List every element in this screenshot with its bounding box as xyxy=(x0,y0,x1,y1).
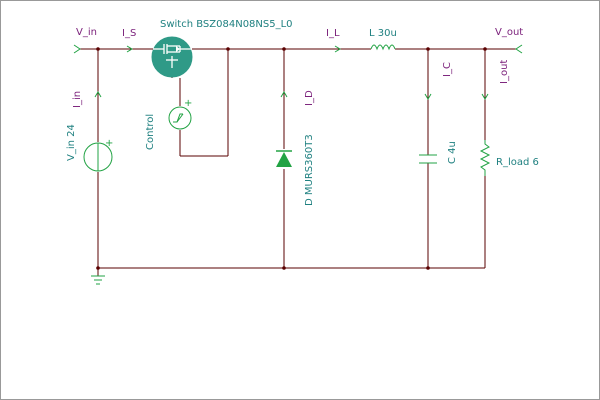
junction-dots xyxy=(96,47,487,270)
i-out-label: I_out xyxy=(499,60,510,84)
control-label: Control xyxy=(145,114,156,150)
v-in-terminal-icon xyxy=(73,44,81,54)
load-label: R_load 6 xyxy=(496,157,539,168)
switch-label: Switch BSZ084N08NS5_L0 xyxy=(160,19,293,30)
resistor-icon[interactable] xyxy=(479,140,491,176)
source-plus-sign: + xyxy=(105,138,113,149)
current-arrows xyxy=(94,45,489,100)
mosfet-switch-icon[interactable] xyxy=(151,36,193,78)
control-plus-sign: + xyxy=(184,98,192,109)
capacitor-icon[interactable] xyxy=(419,154,437,164)
capacitor-label: C 4u xyxy=(447,141,458,164)
current-arrow-i-in-icon xyxy=(94,91,102,98)
control-source-icon[interactable] xyxy=(168,106,192,130)
wires xyxy=(80,48,516,276)
current-arrow-i-d-icon xyxy=(280,91,288,98)
current-arrow-i-l-icon xyxy=(334,45,341,53)
i-d-label: I_D xyxy=(304,90,315,106)
dc-source-icon[interactable] xyxy=(83,142,113,172)
source-label: V_in 24 xyxy=(66,124,77,161)
i-c-label: I_C xyxy=(442,62,453,77)
current-arrow-i-c-icon xyxy=(424,93,432,100)
inductor-label: L 30u xyxy=(369,28,397,39)
i-l-label: I_L xyxy=(326,28,340,39)
inductor-icon[interactable] xyxy=(370,44,396,51)
v-out-node-label: V_out xyxy=(495,27,523,38)
diode-label: D MURS360T3 xyxy=(304,134,315,206)
diode-icon[interactable] xyxy=(276,150,292,167)
i-in-label: I_in xyxy=(72,91,83,108)
v-in-node-label: V_in xyxy=(76,27,97,38)
i-s-label: I_S xyxy=(122,28,136,39)
current-arrow-i-s-icon xyxy=(126,45,133,53)
v-out-terminal-icon xyxy=(515,44,523,54)
ground-icon xyxy=(91,275,105,285)
current-arrow-i-out-icon xyxy=(481,93,489,100)
